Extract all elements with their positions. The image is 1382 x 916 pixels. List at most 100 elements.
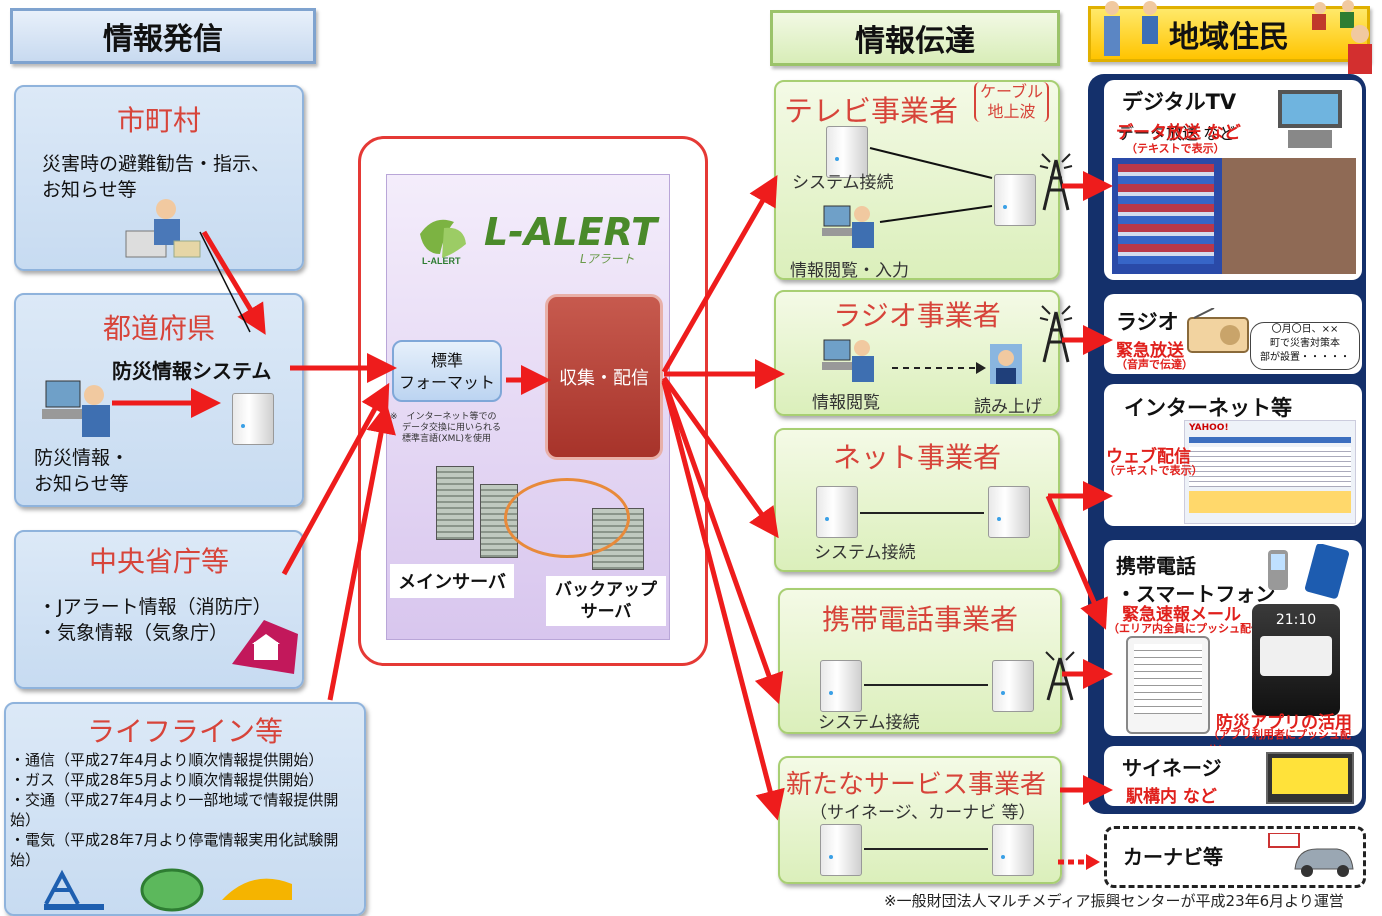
arrow-to-mobile — [661, 379, 784, 705]
mobile-antenna-icon — [1040, 648, 1080, 708]
tv-broadcast-server-icon — [994, 174, 1036, 226]
header-residents-label: 地域住民 — [1169, 20, 1289, 55]
yahoo-logo: YAHOO! — [1189, 423, 1229, 433]
mobile-small: （エリア内全員にプッシュ配信） — [1108, 622, 1273, 635]
net-operator-card: ネット事業者 システム接続 — [774, 428, 1060, 572]
prefecture-text-2: お知らせ等 — [34, 473, 129, 495]
tv-screen-image — [1112, 158, 1356, 274]
government-building-icon — [228, 614, 300, 682]
municipality-text-2: お知らせ等 — [42, 179, 137, 201]
prefecture-text-1: 防災情報・ — [34, 447, 130, 469]
mobile-system-connection: システム接続 — [818, 713, 920, 733]
mobile-operator-card: 携帯電話事業者 システム接続 — [778, 588, 1062, 734]
lifeline-item: ・交通（平成27年4月より一部地域で情報提供開 — [10, 791, 339, 809]
station-label: 駅構内 など — [1126, 787, 1217, 807]
digital-tv-label-text: データ放送 など — [1116, 123, 1241, 143]
lifeline-item: 始） — [10, 851, 41, 869]
header-info-send-label: 情報発信 — [103, 22, 223, 57]
disaster-info-system-label: 防災情報システム — [112, 359, 272, 383]
digital-tv-small: （テキストで表示） — [1126, 142, 1225, 155]
xml-note-1: ※ インターネット等での — [390, 412, 497, 422]
arrow-lifeline-to-format — [327, 403, 396, 701]
radio-bubble-1: 〇月〇日、×× — [1271, 324, 1339, 335]
prefecture-server-icon — [232, 393, 274, 445]
l-alert-logo-kana: Lアラート — [580, 252, 635, 266]
mobile-server-right-icon — [992, 660, 1034, 712]
mobile-server-left-icon — [820, 660, 862, 712]
lifeline-illustration-icons — [42, 864, 302, 916]
new-service-link-line — [864, 848, 988, 850]
net-operator-title: ネット事業者 — [832, 441, 1001, 474]
tv-set-icon — [1276, 86, 1346, 154]
new-service-server-left-icon — [820, 824, 862, 876]
tv-system-connection: システム接続 — [792, 173, 894, 193]
new-service-operator-card: 新たなサービス事業者 （サイネージ、カーナビ 等） — [778, 756, 1062, 884]
arrow-to-tv — [661, 175, 778, 374]
standard-format-box: 標準 フォーマット — [392, 340, 502, 402]
net-server-left-icon — [816, 486, 858, 538]
smartphone-screen: 21:10 — [1252, 604, 1340, 716]
tv-line-2 — [879, 205, 993, 223]
standard-format-line-2: フォーマット — [398, 373, 495, 392]
radio-browse: 情報閲覧 — [812, 393, 880, 413]
lifeline-item: ・ガス（平成28年5月より順次情報提供開始） — [10, 771, 324, 789]
signage-card: サイネージ 駅構内 など — [1104, 746, 1362, 807]
digital-tv-label: データ放送 など — [1118, 124, 1236, 143]
main-server-label: メインサーバ — [398, 572, 506, 593]
radio-card: ラジオ 緊急放送 （音声で伝達） 〇月〇日、×× 町で災害対策本 部が設置・・・… — [1104, 294, 1362, 374]
xml-note-2: データ交換に用いられる — [402, 423, 502, 433]
central-line-1: ・Jアラート情報（消防庁） — [38, 596, 272, 618]
main-server-rack-icon — [436, 466, 474, 540]
tv-server-icon — [826, 126, 868, 178]
radio-small: （音声で伝達） — [1116, 358, 1193, 371]
announcer-icon — [988, 342, 1024, 390]
tv-terrestrial-label: 地上波 — [987, 102, 1036, 121]
tv-operator-subtitle: ケーブル 地上波 — [974, 82, 1050, 122]
backup-server-label-1: バックアップ — [555, 580, 657, 600]
web-distribution-label: ウェブ配信 — [1106, 447, 1191, 467]
feature-phone-screen — [1126, 636, 1210, 734]
tv-browse-input: 情報閲覧・入力 — [790, 261, 909, 281]
tv-operator-title: テレビ事業者 — [784, 94, 959, 128]
new-service-title: 新たなサービス事業者 — [786, 770, 1047, 800]
mobile-title-2: ・スマートフォン — [1116, 582, 1276, 606]
arrow-municipality-to-prefecture — [201, 230, 266, 335]
mobile-link-line — [864, 684, 988, 686]
mobile-title-1: 携帯電話 — [1116, 554, 1196, 578]
new-service-server-right-icon — [992, 824, 1034, 876]
central-ministry-card: 中央省庁等 ・Jアラート情報（消防庁） ・気象情報（気象庁） — [14, 530, 304, 689]
radio-title: ラジオ — [1116, 310, 1179, 334]
internet-title: インターネット等 — [1124, 396, 1292, 420]
arrow-net-to-mobile — [1045, 495, 1108, 630]
radio-speech-bubble: 〇月〇日、×× 町で災害対策本 部が設置・・・・・ — [1250, 322, 1360, 370]
internet-card: インターネット等 YAHOO! ウェブ配信 （テキストで表示） — [1104, 384, 1362, 526]
prefecture-title: 都道府県 — [102, 312, 215, 345]
radio-operator-card: ラジオ事業者 情報閲覧 読み上げ — [774, 290, 1060, 417]
net-system-connection: システム接続 — [814, 543, 916, 563]
emergency-mail-label: 緊急速報メール — [1122, 605, 1241, 625]
lifeline-card: ライフライン等 ・通信（平成27年4月より順次情報提供開始） ・ガス（平成28年… — [4, 702, 366, 916]
main-server-label-box: メインサーバ — [390, 564, 514, 598]
l-alert-logo-text: L-ALERT — [484, 210, 658, 254]
xml-note-3: 標準言語(XML)を使用 — [402, 434, 491, 444]
radio-operator-title: ラジオ事業者 — [833, 299, 1001, 332]
tv-pc-person-icon — [822, 200, 878, 256]
signage-board-icon — [1266, 752, 1354, 804]
pc-person-icon — [42, 377, 114, 451]
tv-line-1 — [869, 147, 993, 179]
radio-bubble-2: 町で災害対策本 — [1270, 338, 1340, 349]
central-ministry-title: 中央省庁等 — [88, 545, 229, 578]
smartphone-clock: 21:10 — [1275, 612, 1317, 628]
municipality-title: 市町村 — [116, 104, 201, 137]
footer-note: ※一般財団法人マルチメディア振興センターが平成23年6月より運営 — [884, 892, 1344, 910]
radio-antenna-icon — [1036, 302, 1076, 370]
phone-icons — [1264, 543, 1358, 606]
standard-format-line-1: 標準 — [430, 351, 463, 370]
net-link-line — [860, 512, 984, 514]
radio-device-icon — [1184, 307, 1254, 362]
car-navi-title: カーナビ等 — [1123, 845, 1223, 869]
mobile-operator-title: 携帯電話事業者 — [821, 603, 1018, 636]
logo-small-text: L-ALERT — [422, 256, 461, 266]
central-line-2: ・気象情報（気象庁） — [38, 622, 229, 644]
